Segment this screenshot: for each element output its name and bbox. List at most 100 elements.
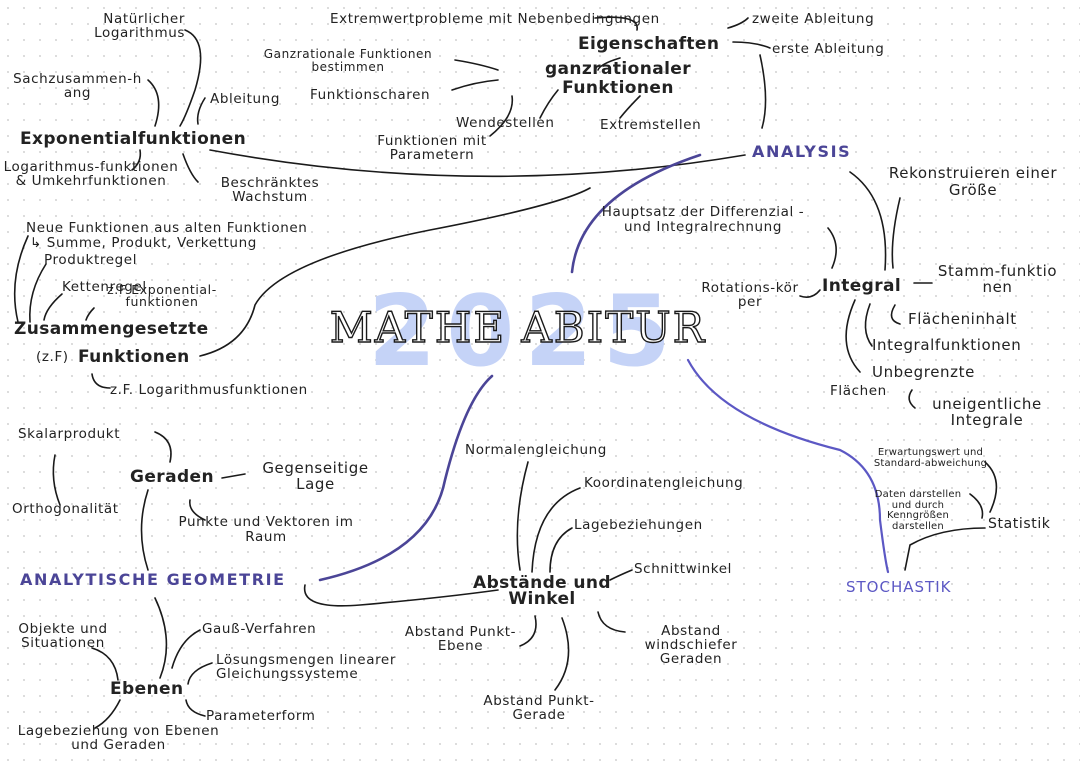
node-funktionen: Funktionen — [78, 347, 190, 367]
node-erwartungswert: Erwartungswert und Standard-abweichung — [873, 447, 988, 469]
node-sachzusammenhang: Sachzusammen-hang — [13, 71, 142, 101]
section-analytische-geometrie: ANALYTISCHE GEOMETRIE — [20, 570, 286, 589]
link-abstaende-geo — [303, 584, 499, 607]
link-eigenschaften — [597, 57, 621, 71]
node-abstand-windschiefer: Abstand windschiefer Geraden — [644, 623, 738, 667]
page-title: MATHE ABITUR — [329, 303, 707, 352]
node-lagebeziehungen: Lagebeziehungen — [574, 517, 703, 533]
link-gegenseitig — [221, 473, 246, 479]
link-kettenregel — [43, 293, 63, 321]
link-daten — [969, 493, 984, 519]
node-funktionscharen: Funktionscharen — [310, 87, 431, 103]
link-erwartung — [984, 461, 998, 513]
link-statistik — [904, 527, 986, 571]
link-bestimmen — [454, 59, 499, 71]
node-flaecheninhalt: Flächeninhalt — [908, 310, 1017, 328]
link-extremwert — [594, 16, 638, 31]
node-exponentialfunktionen: Exponentialfunktionen — [20, 129, 247, 149]
node-extremwertprobleme: Extremwertprobleme mit Nebenbedingungen — [330, 11, 660, 27]
link-rotation — [799, 289, 821, 298]
node-summe-produkt: ↳ Summe, Produkt, Verkettung — [30, 235, 257, 251]
node-produktregel: Produktregel — [44, 252, 138, 268]
link-koordinaten — [531, 487, 581, 573]
node-kettenregel: Kettenregel — [62, 279, 147, 295]
node-funktionen-mit-parametern: Funktionen mit Parametern — [377, 133, 487, 163]
node-abstand-punkt-ebene: Abstand Punkt-Ebene — [404, 624, 517, 654]
link-neue — [13, 235, 29, 323]
node-erste-ableitung: erste Ableitung — [772, 41, 885, 57]
link-objekte — [91, 647, 119, 681]
year-2025: 2025 — [368, 275, 681, 389]
node-geraden: Geraden — [130, 467, 214, 487]
link-geraden-geo — [140, 489, 149, 571]
link-zfexp — [85, 307, 95, 321]
node-rekonstruieren: Rekonstruieren einer Größe — [888, 164, 1058, 199]
link-logarithmus — [179, 29, 202, 127]
link-zflog — [91, 373, 111, 389]
link-ganzrational-analysis — [759, 54, 767, 129]
link-punkt-gerade — [554, 617, 570, 691]
node-natuerlicher-logarithmus: Natürlicher Logarithmus — [94, 11, 185, 41]
link-ebenen-geo — [154, 597, 168, 679]
node-ganzrationale-bestimmen: Ganzrationale Funktionen bestimmen — [263, 47, 433, 74]
link-windschief — [597, 611, 626, 633]
node-punkte-vektoren: Punkte und Vektoren im Raum — [178, 514, 354, 545]
link-normalen — [516, 461, 529, 571]
link-integralfkt — [864, 303, 873, 347]
link-sachzusammenhang — [147, 79, 160, 127]
node-abstaende-und-winkel: Abstände und Winkel — [473, 573, 611, 609]
link-produktregel — [29, 263, 47, 323]
node-ableitung: Ableitung — [210, 91, 280, 107]
link-unbegrenzt — [845, 299, 861, 373]
node-wendestellen: Wendestellen — [456, 115, 555, 131]
node-beschraenktes-wachstum: Beschränktes Wachstum — [220, 175, 320, 205]
link-center-stochastik — [686, 358, 890, 574]
link-hauptsatz — [827, 227, 837, 269]
node-zf-logarithmusfunktionen: z.F. Logarithmusfunktionen — [110, 382, 308, 398]
node-zweite-ableitung: zweite Ableitung — [752, 11, 875, 27]
node-unbegrenzte: Unbegrenzte — [872, 363, 975, 381]
node-gegenseitige-lage: Gegenseitige Lage — [262, 459, 369, 493]
link-rekonstruieren — [891, 197, 901, 269]
section-analysis: ANALYSIS — [752, 142, 852, 161]
node-extremstellen: Extremstellen — [600, 117, 702, 133]
link-integral-analysis — [849, 171, 887, 271]
link-zweite — [727, 17, 749, 29]
link-ortho — [52, 454, 61, 506]
node-zf-exponentialfunktionen: z.F Exponential-funktionen — [107, 282, 217, 309]
link-center-geometrie — [318, 374, 494, 582]
link-flaeche — [890, 304, 901, 325]
link-parameter — [489, 95, 514, 137]
node-lagebeziehung-ebenen: Lagebeziehung von Ebenen und Geraden — [17, 723, 220, 753]
link-umkehr — [131, 149, 142, 171]
node-koordinatengleichung: Koordinatengleichung — [584, 475, 744, 491]
link-erste — [732, 41, 771, 49]
link-beschraenkt — [182, 153, 199, 183]
node-orthogonalitaet: Orthogonalität — [12, 501, 119, 517]
node-hauptsatz: Hauptsatz der Differenzial - und Integra… — [601, 204, 805, 235]
node-loesungsmengen: Lösungsmengen linearer Gleichungssysteme — [216, 652, 396, 682]
link-punkt-ebene — [519, 615, 537, 647]
link-center-analysis — [570, 153, 702, 274]
node-umkehrfunktionen: Logarithmus-funktionen & Umkehrfunktione… — [3, 159, 179, 189]
node-parameterform: Parameterform — [206, 708, 316, 724]
link-zusammengesetzt-analysis — [199, 187, 591, 357]
node-skalarprodukt: Skalarprodukt — [18, 426, 121, 442]
node-ebenen: Ebenen — [110, 679, 184, 699]
node-zusammengesetzte: Zusammengesetzte — [14, 319, 209, 339]
section-stochastik: STOCHASTIK — [846, 578, 952, 596]
link-skalar — [154, 431, 172, 463]
node-schnittwinkel: Schnittwinkel — [634, 561, 732, 577]
node-uneigentliche-integrale: uneigentliche Integrale — [932, 395, 1042, 429]
node-integralfunktionen: Integralfunktionen — [872, 336, 1022, 354]
link-extremstellen — [619, 95, 641, 119]
link-ableitung — [196, 97, 206, 125]
link-gauss — [171, 629, 201, 669]
link-scharen — [451, 79, 499, 91]
node-eigenschaften: Eigenschaften — [578, 34, 720, 54]
node-stammfunktionen: Stamm-funktionen — [937, 262, 1058, 296]
node-neue-funktionen: Neue Funktionen aus alten Funktionen — [26, 220, 308, 236]
node-ganzrationaler-funktionen: ganzrationaler Funktionen — [544, 59, 692, 98]
link-parameterform — [185, 699, 206, 717]
